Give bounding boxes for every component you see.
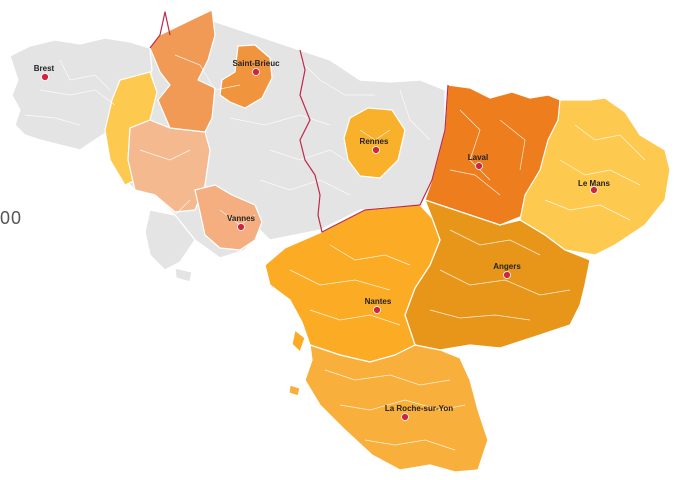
city-dot-icon bbox=[401, 413, 409, 421]
city-label: Brest bbox=[34, 64, 55, 73]
city-label: Le Mans bbox=[578, 179, 611, 188]
city-label: Saint-Brieuc bbox=[232, 59, 280, 68]
city-dot-icon bbox=[237, 223, 245, 231]
city-dot-icon bbox=[590, 186, 598, 194]
vannes-zone[interactable] bbox=[194, 184, 263, 251]
city-angers[interactable]: Angers bbox=[493, 262, 521, 279]
island-noirmoutier bbox=[291, 329, 306, 353]
city-le-mans[interactable]: Le Mans bbox=[578, 179, 611, 194]
cotes-armor-orange-zone[interactable] bbox=[149, 9, 216, 133]
city-label: Laval bbox=[468, 153, 488, 162]
saint-brieuc-zone[interactable] bbox=[219, 44, 273, 109]
la-roche-zone[interactable] bbox=[304, 344, 489, 473]
city-dot-icon bbox=[475, 162, 483, 170]
city-label: Vannes bbox=[227, 214, 256, 223]
city-label: La Roche-sur-Yon bbox=[385, 404, 453, 413]
rennes-zone[interactable] bbox=[343, 107, 406, 179]
morbihan-coast-grey[interactable] bbox=[144, 209, 196, 271]
city-label: Rennes bbox=[360, 137, 389, 146]
city-label: Angers bbox=[493, 262, 521, 271]
city-label: Nantes bbox=[365, 297, 392, 306]
city-rennes[interactable]: Rennes bbox=[360, 137, 389, 154]
city-dot-icon bbox=[503, 271, 511, 279]
loire-canton-lines bbox=[289, 109, 646, 451]
city-laval[interactable]: Laval bbox=[468, 153, 488, 170]
city-dot-icon bbox=[41, 73, 49, 81]
city-saint-brieuc[interactable]: Saint-Brieuc bbox=[232, 59, 280, 76]
city-nantes[interactable]: Nantes bbox=[365, 297, 392, 314]
city-la-roche-sur-yon[interactable]: La Roche-sur-Yon bbox=[385, 404, 453, 421]
city-dot-icon bbox=[372, 146, 380, 154]
region-border bbox=[149, 11, 449, 233]
legend-fragment: 00 bbox=[0, 208, 23, 228]
city-brest[interactable]: Brest bbox=[34, 64, 55, 81]
brittany-region bbox=[9, 9, 446, 283]
brittany-canton-lines bbox=[24, 54, 431, 226]
pays-de-la-loire-region bbox=[264, 84, 671, 473]
island-yeu bbox=[288, 384, 301, 397]
city-markers: Brest Saint-Brieuc Rennes Vannes Laval L… bbox=[34, 59, 611, 421]
city-dot-icon bbox=[252, 68, 260, 76]
city-vannes[interactable]: Vannes bbox=[227, 214, 256, 231]
le-mans-zone[interactable] bbox=[519, 97, 671, 256]
city-dot-icon bbox=[373, 306, 381, 314]
island-belle-ile bbox=[174, 267, 193, 283]
